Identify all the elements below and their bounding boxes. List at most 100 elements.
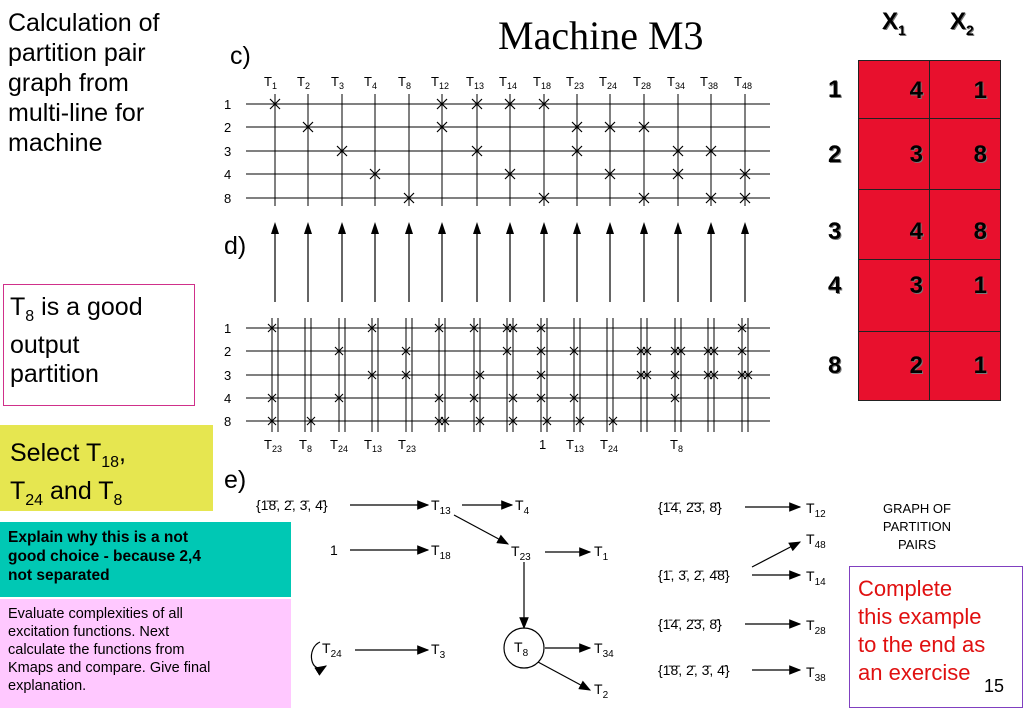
multiline-c-cross — [638, 192, 650, 204]
multiline-d-cross — [469, 393, 479, 403]
multiline-c-cross — [504, 168, 516, 180]
node-t2: T2 — [594, 681, 609, 701]
explain-line: Explain why this is a not — [8, 529, 189, 546]
multiline-c-col-label: T14 — [499, 74, 517, 91]
node-t13: T13 — [431, 497, 451, 517]
multiline-arrow-head — [674, 222, 682, 234]
multiline-d-cross — [743, 370, 753, 380]
multiline-arrow-head — [606, 222, 614, 234]
multiline-c-cross — [471, 98, 483, 110]
multiline-d-bottom-label: T23 — [398, 437, 416, 454]
multiline-d-cross — [642, 346, 652, 356]
evaluate-line: excitation functions. Next — [8, 624, 170, 640]
exercise-note: Complete this example to the end as an e… — [849, 566, 1023, 708]
exercise-line: this example — [858, 604, 982, 629]
node-t23: T23 — [511, 543, 531, 563]
select-comma: , — [119, 439, 126, 467]
t8-line3: partition — [10, 360, 99, 388]
multiline-d-cross — [508, 323, 518, 333]
state-table-row-label: 4 — [828, 272, 842, 299]
multiline-c-cross — [672, 145, 684, 157]
explain-line: good choice - because 2,4 — [8, 548, 201, 565]
edge-t24-self-loop — [310, 641, 328, 676]
multiline-d-bottom-label: T8 — [670, 437, 683, 454]
multiline-d-cross — [434, 393, 444, 403]
multiline-d-cross — [536, 393, 546, 403]
multiline-d-cross — [508, 393, 518, 403]
node-t3: T3 — [431, 641, 446, 661]
node-t12: T12 — [806, 500, 826, 520]
multiline-d-bottom-label: T24 — [600, 437, 618, 454]
multiline-c-cross — [571, 121, 583, 133]
multiline-d-cross — [536, 370, 546, 380]
multiline-c-cross — [705, 145, 717, 157]
node-t1: T1 — [594, 543, 609, 563]
edge-row2-t48 — [751, 541, 802, 568]
multiline-d-cross — [508, 416, 518, 426]
multiline-c-col-label: T2 — [297, 74, 310, 91]
multiline-d-cross — [367, 323, 377, 333]
multiline-d-cross — [536, 346, 546, 356]
multiline-arrow-head — [371, 222, 379, 234]
multiline-d-cross — [575, 416, 585, 426]
multiline-c-col-label: T24 — [599, 74, 617, 91]
state-table-col-header-x1: X1 — [882, 8, 906, 38]
edge-t13-t23 — [453, 514, 510, 545]
multiline-arrow-head — [573, 222, 581, 234]
select-sub-24: 24 — [25, 492, 44, 509]
multiline-arrow-head — [707, 222, 715, 234]
state-table: 4 1 3 8 4 8 3 1 2 1 — [858, 60, 1001, 401]
multiline-c-cross — [269, 98, 281, 110]
node-t24: T24 — [322, 640, 342, 660]
multiline-c-row-label: 1 — [224, 97, 231, 112]
node-t8: T8 — [514, 639, 529, 659]
multiline-d-cross — [709, 370, 719, 380]
graph-caption-line: PAIRS — [898, 537, 936, 552]
calc-title-line: partition pair — [8, 39, 146, 67]
multiline-c-col-label: T34 — [667, 74, 685, 91]
node-t4: T4 — [515, 497, 530, 517]
multiline-d-cross — [608, 416, 618, 426]
multiline-d-cross — [334, 346, 344, 356]
graph-caption-line: PARTITION — [883, 519, 951, 534]
multiline-d-cross — [434, 323, 444, 333]
multiline-d-row-label: 2 — [224, 344, 231, 359]
multiline-d-bottom-label: T13 — [364, 437, 382, 454]
multiline-c-col-label: T23 — [566, 74, 584, 91]
multiline-c-cross — [604, 121, 616, 133]
evaluate-line: Kmaps and compare. Give final — [8, 660, 211, 676]
t8-line2: output — [10, 331, 80, 359]
multiline-c-col-label: T48 — [734, 74, 752, 91]
multiline-c-cross — [739, 168, 751, 180]
multiline-d-bottom-label: 1 — [539, 437, 546, 452]
state-table-row-label: 1 — [828, 76, 842, 103]
calculation-title: Calculation of partition pair graph from… — [8, 8, 213, 158]
multiline-c-row-label: 8 — [224, 191, 231, 206]
select-note: Select T18, T24 and T8 — [0, 425, 213, 511]
state-table-cell-x1: 3 — [909, 272, 923, 299]
multiline-d-cross — [267, 416, 277, 426]
state-table-row-label: 3 — [828, 218, 842, 245]
multiline-d-cross — [536, 323, 546, 333]
multiline-c-col-label: T28 — [633, 74, 651, 91]
node-1: 1 — [330, 542, 338, 558]
partition-set: {1̄, 3̄, 2̄, 4̄8̄} — [658, 567, 730, 583]
multiline-d-cross — [401, 346, 411, 356]
multiline-c-cross — [638, 121, 650, 133]
state-table-cell-x1: 2 — [909, 352, 923, 379]
multiline-c-cross — [369, 168, 381, 180]
calc-title-line: Calculation of — [8, 9, 160, 37]
multiline-d-bottom-label: T23 — [264, 437, 282, 454]
select-sub-8: 8 — [113, 492, 123, 509]
node-t48: T48 — [806, 531, 826, 551]
multiline-c-cross — [302, 121, 314, 133]
section-label-c: c) — [230, 42, 251, 70]
evaluate-line: Evaluate complexities of all — [8, 606, 183, 622]
multiline-c-cross — [436, 121, 448, 133]
state-table-cell-x2: 8 — [973, 141, 987, 168]
multiline-d-row-label: 1 — [224, 321, 231, 336]
multiline-d-bottom-label: T8 — [299, 437, 312, 454]
multiline-c-col-label: T3 — [331, 74, 344, 91]
state-table-col-header-x2: X2 — [950, 8, 974, 38]
